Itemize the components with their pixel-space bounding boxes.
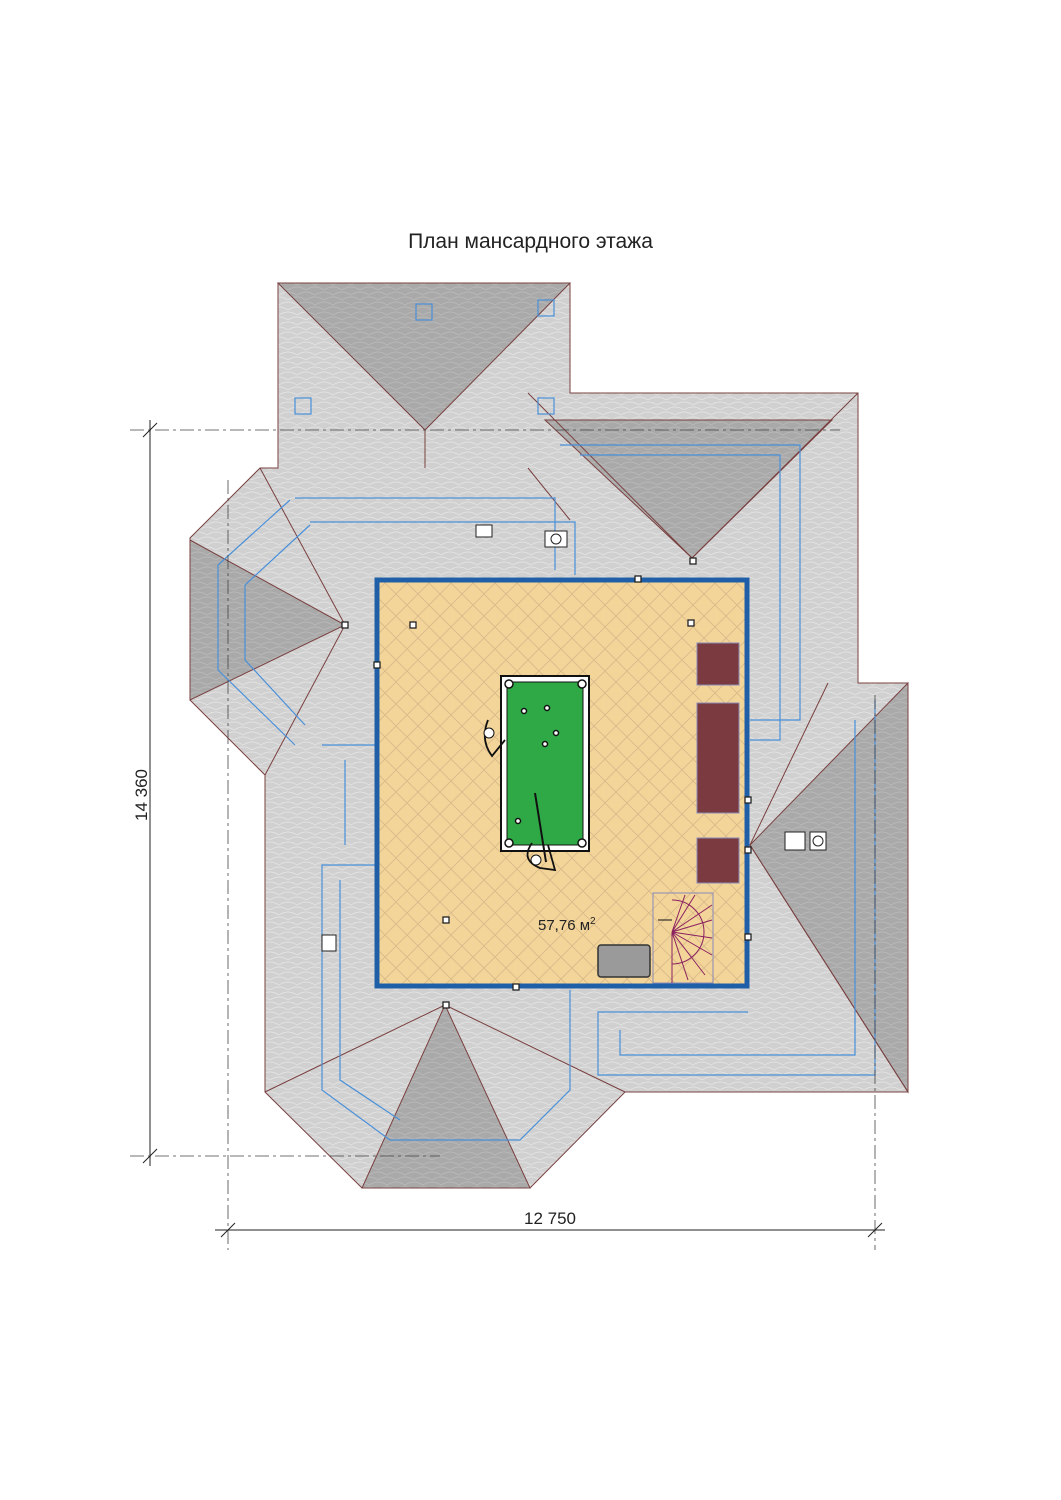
vents [321,524,827,952]
roof-ridges [259,392,909,1093]
room-area-label: 57,76 м2 [538,916,596,934]
armchair [696,837,740,884]
staircase [652,892,714,984]
roof-hip-left [189,539,347,701]
roof-hip-bottom [361,1003,531,1189]
dimension-height: 14 360 [132,769,151,821]
furniture [696,642,740,884]
plan-title: План мансардного этажа [408,230,653,253]
dimension-width: 12 750 [524,1209,576,1228]
armchair [696,642,740,686]
dimension-lines [142,420,885,1238]
side-table [597,944,651,978]
sofa [696,702,740,814]
axis-lines [130,429,876,1250]
billiard-table [483,675,590,872]
columns [341,557,752,1009]
roof-hip-top [276,282,572,431]
